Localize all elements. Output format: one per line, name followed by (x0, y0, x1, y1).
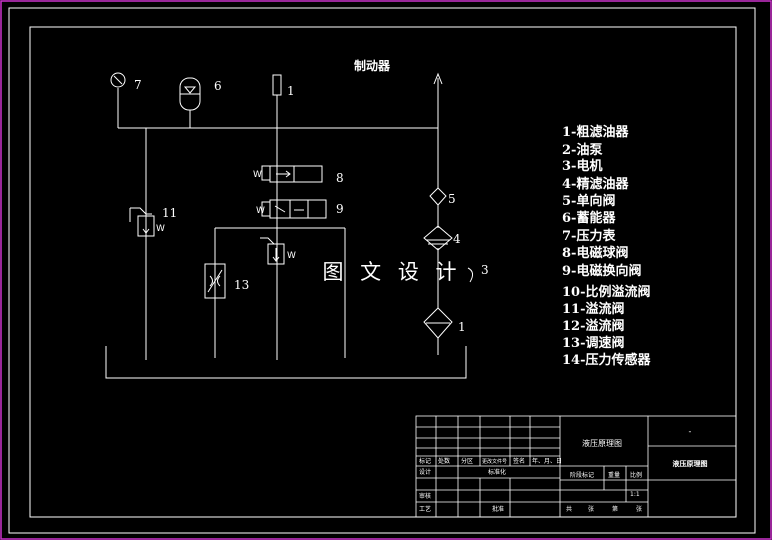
label-valve-8: 8 (336, 171, 344, 185)
design-label: 设计 (419, 468, 431, 476)
pump-icon (467, 267, 474, 283)
no-label: 第 (612, 505, 618, 513)
w-label-9: W (256, 206, 265, 216)
process-label: 工艺 (419, 505, 431, 513)
sheet-border (8, 7, 756, 534)
component-legend: 1-粗滤油器 2-油泵 3-电机 4-精滤油器 5-单向阀 6-蓄能器 7-压力… (562, 124, 651, 368)
motor-icon (272, 74, 282, 96)
watermark-text: 图 文 设 计 (322, 260, 461, 284)
label-gauge: 7 (134, 78, 142, 92)
header-sign: 签名 (513, 457, 525, 465)
total-label: 共 (566, 505, 572, 513)
speed-control-valve-icon (204, 263, 226, 299)
legend-item: 12-溢流阀 (562, 318, 625, 334)
scale-value: 1:1 (630, 491, 640, 498)
legend-item: 9-电磁换向阀 (562, 263, 641, 279)
legend-item: 3-电机 (562, 158, 602, 174)
w-label-12: W (287, 251, 296, 261)
coarse-filter-icon (423, 307, 453, 339)
circuit-lines (105, 72, 467, 379)
relief-valve-12-icon (260, 237, 285, 265)
fine-filter-icon (423, 225, 453, 251)
title-block (415, 415, 737, 518)
review-label: 审核 (419, 492, 431, 500)
scale-label: 比例 (630, 471, 642, 479)
approve-label: 批准 (492, 505, 504, 513)
legend-item: 4-精滤油器 (562, 176, 629, 192)
legend-item: 1-粗滤油器 (562, 124, 629, 140)
legend-item: 8-电磁球阀 (562, 245, 628, 261)
w-label-11: W (156, 224, 165, 234)
sheet-label: 张 (588, 505, 594, 513)
sheet2-label: 张 (636, 505, 642, 513)
label-accumulator: 6 (214, 79, 222, 93)
label-filter-1: 1 (458, 320, 466, 334)
drawing-name-label: 液压原理图 (582, 438, 622, 448)
title-right: 液压原理图 (673, 459, 708, 468)
header-date: 年、月、日 (532, 457, 562, 465)
legend-item: 13-调速阀 (562, 335, 625, 351)
accumulator-icon (179, 77, 201, 111)
header-change-doc: 更改文件号 (482, 458, 507, 465)
standard-label: 标准化 (488, 468, 506, 476)
label-valve-11: 11 (162, 206, 177, 220)
label-valve-9: 9 (336, 202, 344, 216)
relief-valve-icon (129, 207, 155, 237)
header-mark: 标记 (419, 457, 431, 465)
check-valve-icon (429, 187, 447, 206)
label-speed-valve: 13 (234, 278, 249, 292)
title-dash: - (689, 427, 692, 436)
label-filter-4: 4 (453, 232, 461, 246)
legend-item: 5-单向阀 (562, 193, 615, 209)
w-label-8: W (253, 170, 262, 180)
label-check-valve: 5 (448, 192, 456, 206)
brake-label: 制动器 (354, 58, 391, 73)
legend-item: 10-比例溢流阀 (562, 284, 651, 300)
legend-item: 6-蓄能器 (562, 210, 616, 226)
label-motor: 1 (287, 84, 295, 98)
legend-item: 7-压力表 (562, 228, 616, 244)
solenoid-ball-valve-icon (261, 165, 323, 183)
weight-label: 重量 (608, 471, 620, 479)
stage-mark-label: 阶段标记 (570, 471, 594, 479)
label-pump: 3 (481, 263, 489, 277)
legend-item: 14-压力传感器 (562, 352, 651, 368)
header-count: 处数 (438, 457, 450, 465)
header-zone: 分区 (461, 457, 473, 465)
drawing-frame (29, 26, 737, 518)
pressure-gauge-icon (110, 72, 126, 88)
legend-item: 2-油泵 (562, 142, 602, 158)
solenoid-directional-valve-icon (261, 199, 327, 219)
legend-item: 11-溢流阀 (562, 301, 625, 317)
